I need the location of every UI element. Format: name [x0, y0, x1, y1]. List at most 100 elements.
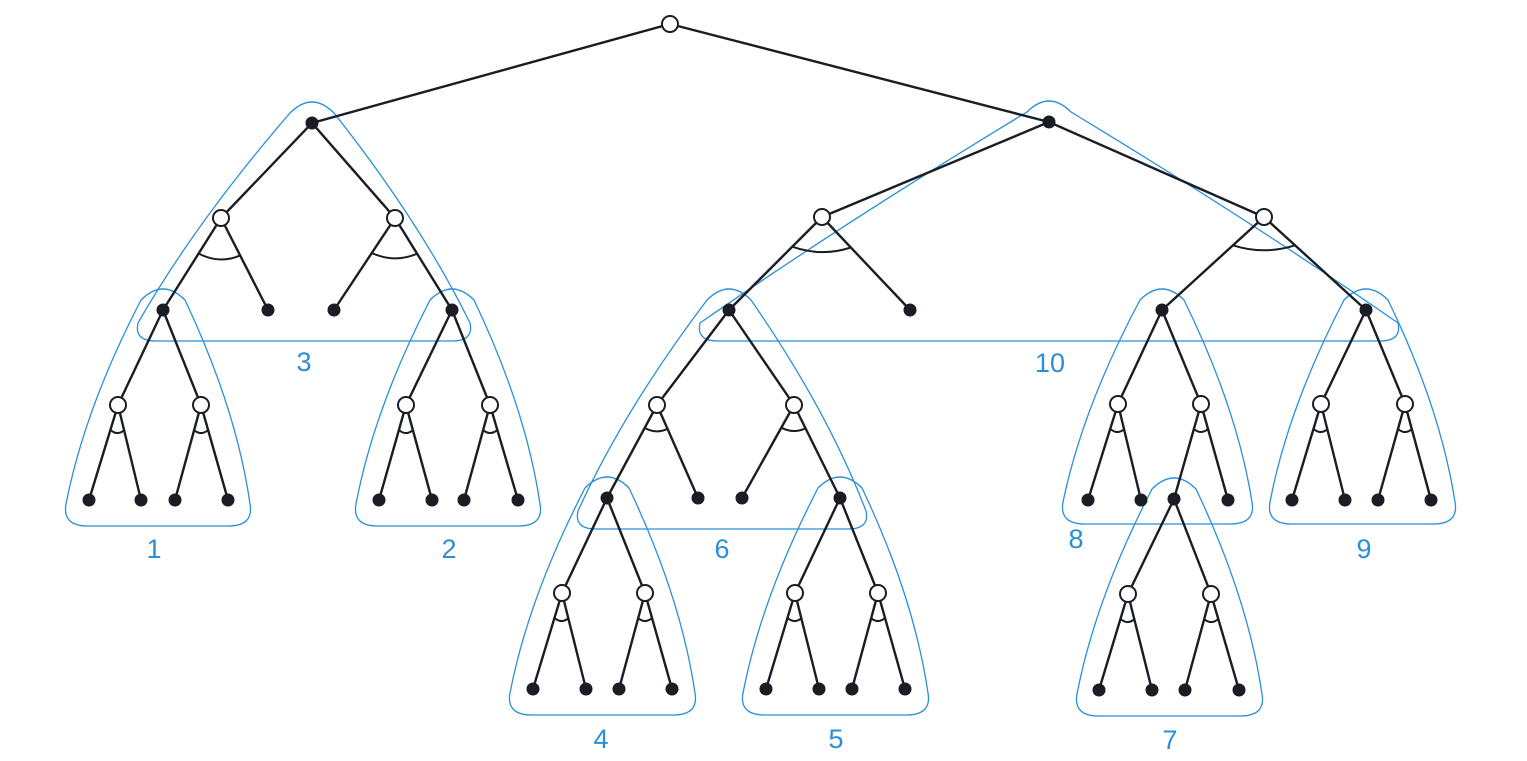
tree-edge: [560, 592, 588, 690]
tree-edge: [617, 592, 647, 690]
filled-node: [1285, 493, 1299, 507]
tree-edge: [199, 404, 230, 501]
filled-node: [1359, 303, 1373, 317]
and-arc-icon: [109, 429, 125, 435]
and-arc-icon: [780, 426, 806, 432]
and-arc-icon: [482, 429, 499, 435]
tree-edge: [643, 592, 674, 690]
filled-node: [722, 303, 736, 317]
tree-edge: [728, 309, 795, 406]
filled-node: [511, 493, 525, 507]
filled-node: [425, 493, 439, 507]
tree-edge: [87, 404, 120, 501]
group-label-1: 1: [146, 534, 161, 564]
open-node: [869, 584, 887, 602]
tree-edge: [393, 217, 454, 311]
tree-edge: [655, 404, 700, 499]
group-label-4: 4: [593, 724, 608, 754]
and-arc-icon: [1397, 428, 1413, 434]
and-arc-icon: [1109, 428, 1125, 434]
filled-node: [327, 303, 341, 317]
tree-edge: [1364, 309, 1407, 405]
group-outline-8: [1061, 288, 1254, 525]
tree-edge: [1086, 403, 1120, 501]
group-label-3: 3: [296, 347, 311, 377]
filled-node: [156, 303, 170, 317]
open-node: [813, 208, 831, 226]
tree-edge: [332, 217, 397, 311]
filled-node: [1167, 492, 1181, 506]
filled-node: [372, 493, 386, 507]
tree-edge: [404, 309, 454, 406]
filled-node: [1338, 493, 1352, 507]
tree-edge: [1172, 498, 1213, 595]
and-arc-icon: [398, 429, 414, 435]
and-arc-icon: [193, 429, 209, 435]
group-label-7: 7: [1162, 725, 1177, 755]
filled-node: [1081, 493, 1095, 507]
group-outline-6: [576, 288, 868, 530]
group-outline-7: [1075, 477, 1264, 717]
tree-edge: [404, 404, 434, 501]
open-node: [1255, 208, 1273, 226]
tree-edge: [793, 592, 821, 690]
and-arc-icon: [786, 617, 802, 623]
group-outline-2: [354, 288, 542, 527]
open-node: [636, 584, 654, 602]
tree-edge: [462, 404, 492, 501]
tree-edge: [764, 592, 797, 690]
tree-edge: [838, 497, 880, 594]
filled-node: [526, 682, 540, 696]
and-arc-icon: [553, 617, 569, 623]
group-outline-3: [136, 101, 472, 342]
open-node: [386, 209, 404, 227]
and-arc-icon: [1232, 244, 1296, 252]
tree-edge: [488, 404, 520, 501]
open-node: [661, 15, 679, 33]
tree-edge: [605, 497, 647, 594]
tree-edge: [1048, 120, 1265, 219]
filled-node: [812, 682, 826, 696]
tree-edge: [531, 592, 564, 690]
and-arc-icon: [644, 427, 668, 433]
tree-edge: [1319, 403, 1347, 501]
tree-edge: [560, 497, 609, 594]
tree-edge: [876, 592, 907, 690]
tree-edge: [161, 309, 203, 406]
tree-edge: [1097, 593, 1130, 691]
group-label-5: 5: [828, 724, 843, 754]
tree-edge: [450, 309, 492, 406]
filled-node: [221, 493, 235, 507]
filled-node: [261, 303, 275, 317]
tree-edge: [220, 122, 313, 219]
filled-node: [168, 493, 182, 507]
and-arc-icon: [198, 252, 241, 261]
filled-node: [845, 682, 859, 696]
open-node: [397, 396, 415, 414]
tree-edge: [311, 22, 671, 125]
filled-node: [898, 682, 912, 696]
filled-node: [1178, 683, 1192, 697]
and-arc-icon: [637, 617, 653, 623]
filled-node: [612, 682, 626, 696]
open-node: [1192, 395, 1210, 413]
open-node: [1396, 395, 1414, 413]
open-node: [481, 396, 499, 414]
tree-edge: [605, 404, 659, 499]
tree-edge: [116, 404, 143, 501]
filled-node: [665, 682, 679, 696]
group-outline-4: [508, 476, 697, 716]
group-label-6: 6: [714, 534, 729, 564]
filled-node: [1371, 493, 1385, 507]
filled-node: [735, 491, 749, 505]
tree-edge: [1183, 593, 1213, 691]
group-label-8: 8: [1068, 524, 1083, 554]
tree-edge: [1209, 593, 1241, 691]
filled-node: [579, 682, 593, 696]
tree-edge: [669, 22, 1050, 124]
open-node: [553, 584, 571, 602]
filled-node: [1232, 683, 1246, 697]
tree-edge: [1116, 309, 1164, 405]
group-outline-9: [1268, 288, 1457, 525]
